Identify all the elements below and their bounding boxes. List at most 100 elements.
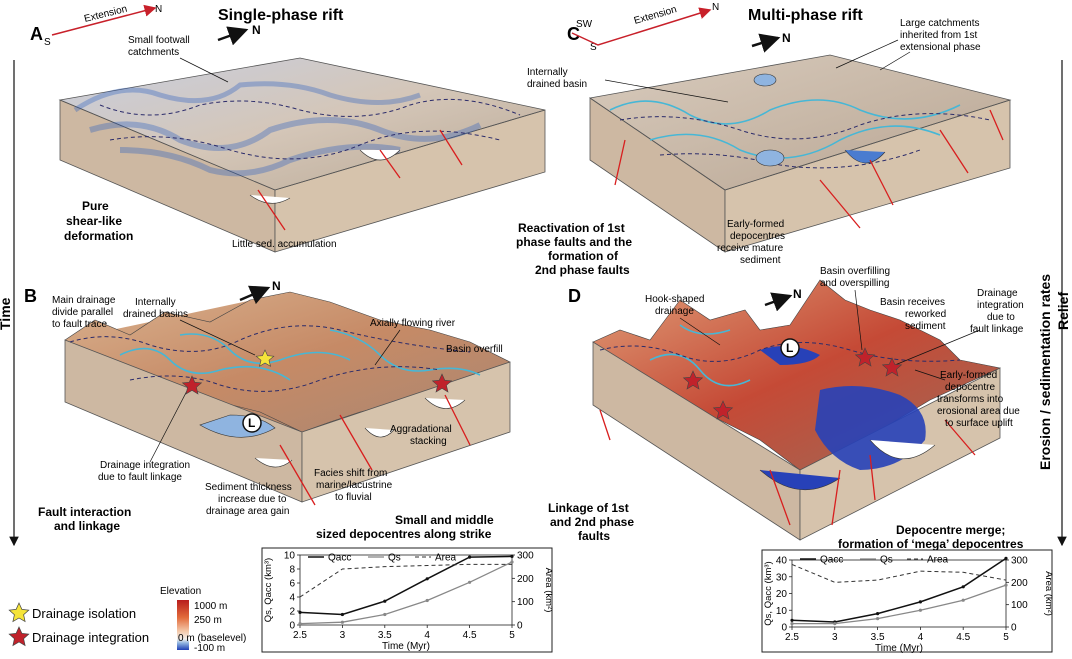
note-b-facies-3: to fluvial [335,492,372,503]
chart1-xtick-label: 3.5 [871,632,885,643]
note-b-main-2: divide parallel [52,307,113,318]
note-c-internal-1: Internally [527,67,568,78]
note-b-overfill: Basin overfill [446,344,503,355]
chart0-xtick-label: 5 [509,630,515,641]
chart1-ylabel: Qs, Qacc (km³) [763,561,774,625]
caption-c-1: Reactivation of 1st [518,221,625,235]
chart0-legend-area: Area [435,553,457,564]
note-b-thickness-1: Sediment thickness [205,482,292,493]
north-label-c: N [782,31,791,45]
chart1-series-qacc-line [791,557,1007,623]
chart1-y2tick-label: 100 [1011,600,1028,611]
chart0-series-qacc-point [383,599,387,603]
note-b-aggradational-2: stacking [410,436,447,447]
chart0-series-qs-line [299,561,513,625]
note-d-hook-2: drainage [655,306,694,317]
relief-label: Relief [1055,292,1071,330]
chart0-ytick-label: 2 [289,607,295,618]
caption-a-1: Pure [82,199,109,213]
compass-n-a: N [155,4,162,15]
chart1-xtick-label: 4 [918,632,924,643]
chart0-series-qacc-point [298,610,302,615]
integration-star-b-2 [431,373,453,393]
panel-a-title: Single-phase rift [218,7,344,24]
chart0-series-qs-point [425,598,429,603]
panel-c-block [588,54,1012,253]
note-d-hook-1: Hook-shaped [645,294,704,305]
chart1-y2tick-label: 0 [1011,623,1017,634]
elevation-colorbar [177,600,189,650]
compass-sw-c: SW [576,19,593,30]
note-b-basins-1: Internally [135,297,176,308]
note-b-basins-2: drained basins [123,309,188,320]
panel-c-title: Multi-phase rift [748,7,863,24]
summary-b-2: sized depocentres along strike [316,527,492,541]
chart0-xtick-label: 3.5 [378,630,392,641]
extension-label-c: Extension [633,4,678,27]
north-label-b: N [272,279,281,293]
chart0-series-qacc-point [340,612,344,617]
chart1-series-qacc-point [961,585,965,589]
integration-star-legend-icon [8,626,30,647]
chart0-ylabel: Qs, Qacc (km³) [263,558,274,622]
compass-s-a: S [44,37,51,48]
north-arrow-a [217,26,249,46]
compass-s-c: S [590,42,597,53]
note-d-overfill-2: and overspilling [820,278,890,289]
summary-d-2: formation of ‘mega’ depocentres [838,537,1024,551]
panel-a-letter: A [30,24,43,44]
chart0-ytick-label: 6 [289,579,295,590]
chart1-xtick-label: 3 [832,632,838,643]
chart0-y2tick-label: 200 [517,574,534,585]
chart0-xtick-label: 3 [340,630,346,641]
chart1-series-qs-point [790,622,794,626]
note-b-thickness-3: drainage area gain [206,506,289,517]
caption-c-4: 2nd phase faults [535,263,630,277]
note-b-facies-2: marine/lacustrine [316,480,393,491]
extension-arrow-c [571,7,712,46]
chart1-series-qs-point [918,608,923,612]
note-d-early-3: transforms into [937,394,1004,405]
note-d-reworked-3: sediment [905,321,946,332]
chart1-ytick-label: 40 [776,556,788,567]
chart1-series-qs-point [833,622,837,626]
panel-d-letter: D [568,286,581,306]
note-b-facies-1: Facies shift from [314,468,387,479]
note-d-early-5: to surface uplift [945,418,1013,429]
caption-c-3: formation of [548,249,619,263]
lake-label-b: L [248,416,255,430]
note-c-large-1: Large catchments [900,18,980,29]
note-c-large-2: inherited from 1st [900,30,977,41]
integration-star-d-4 [881,357,903,377]
chart0-ytick-label: 0 [289,621,295,632]
chart0-y2tick-label: 0 [517,621,523,632]
panel-d-block [592,279,1001,541]
chart0-ytick-label: 8 [289,565,295,576]
chart1-series-qacc-point [790,618,794,622]
chart0-series-qacc-point [425,577,429,581]
compass-n-c: N [712,2,719,13]
note-d-early-2: depocentre [945,382,995,393]
chart0-y2tick-label: 100 [517,597,534,608]
chart1-xtick-label: 5 [1003,632,1009,643]
chart1-legend-area: Area [927,555,949,566]
lake-marker-d [780,338,800,358]
chart0-series-qacc-point [468,555,472,559]
elevation-tick-250: 250 m [194,615,222,626]
note-d-integration-4: fault linkage [970,324,1024,335]
chart0-legend-qs: Qs [388,553,401,564]
summary-d-1: Depocentre merge; [896,523,1005,537]
elevation-tick-1000: 1000 m [194,601,227,612]
note-d-early-1: Early-formed [940,370,997,381]
chart0-series-qs-point [468,580,472,584]
isolation-star-b [255,349,275,367]
chart0-y2tick-label: 300 [517,551,534,562]
chart1-series-area-line [791,564,1007,583]
legend-isolation-label: Drainage isolation [32,606,136,621]
chart1-y2tick-label: 300 [1011,556,1028,567]
chart0-series-qs-point [298,622,302,626]
chart1-series-qs-line [792,584,1007,625]
panel-b-letter: B [24,286,37,306]
